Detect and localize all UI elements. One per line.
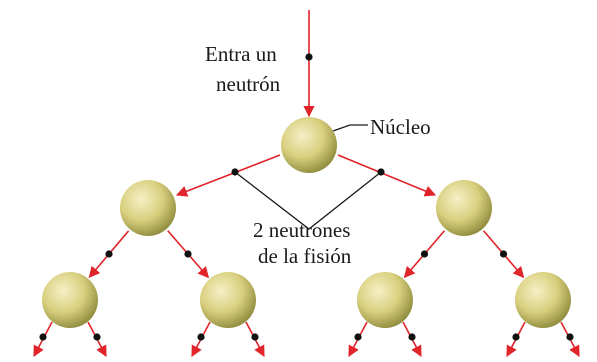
neutron-dot-gen2-3 (420, 250, 429, 258)
neutron-dot-gen2-4 (499, 250, 508, 258)
neutron-arrow-gen1-left (175, 154, 281, 197)
nucleus-gen2-1 (120, 180, 176, 236)
incoming-neutron-dot (305, 53, 313, 61)
neutron-arrow-gen1-right (337, 154, 437, 197)
neutron-dot-gen3-3-1 (354, 333, 362, 341)
nucleus-gen2-2 (436, 180, 492, 236)
neutron-dot-gen2-1 (105, 250, 113, 258)
fission-neutrons-label-line2: de la fisión (258, 244, 352, 268)
neutron-dot-gen1-right (377, 168, 385, 176)
neutron-dot-gen3-2-1 (197, 333, 205, 341)
neutron-dot-gen1-left (231, 168, 239, 176)
nucleus-label: Núcleo (370, 115, 431, 139)
nucleus-gen3-3 (357, 272, 413, 328)
neutron-dot-gen3-4-1 (512, 333, 520, 341)
neutron-dot-gen3-1-2 (93, 333, 101, 341)
nucleus-pointer-line (332, 124, 368, 132)
neutron-dot-gen3-4-2 (566, 333, 574, 341)
neutron-dot-gen3-2-2 (251, 333, 259, 341)
neutron-dot-gen3-1-1 (39, 333, 47, 341)
neutron-dot-gen2-2 (184, 250, 192, 258)
nucleus-gen3-2 (200, 272, 256, 328)
incoming-neutron-label-line2: neutrón (216, 72, 281, 96)
incoming-neutron-label-line1: Entra un (205, 42, 277, 66)
neutron-dot-gen3-3-2 (408, 333, 416, 341)
nucleus-gen3-1 (42, 272, 98, 328)
nucleus-gen3-4 (515, 272, 571, 328)
fission-pointer-line (234, 171, 382, 230)
fission-neutrons-label-line1: 2 neutrones (253, 218, 351, 242)
nucleus-gen1 (281, 117, 337, 173)
